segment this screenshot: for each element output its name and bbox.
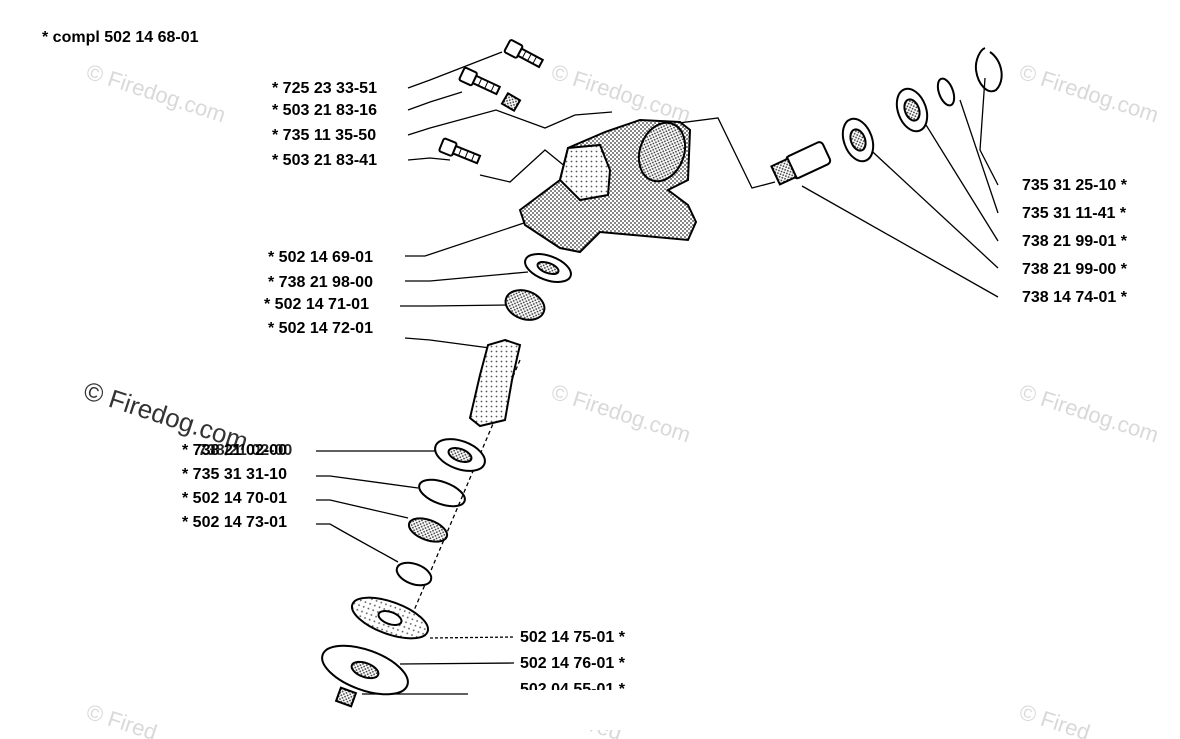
bevel-gear xyxy=(504,289,546,321)
left-labels: * 725 23 33-51 * 503 21 83-16 * 735 11 3… xyxy=(182,80,377,531)
part-label: * 503 21 83-41 xyxy=(272,152,377,169)
right-labels: 735 31 25-10 * 735 31 11-41 * 738 21 99-… xyxy=(1022,177,1128,306)
part-label: 735 31 25-10 * xyxy=(1022,177,1128,194)
part-label: 502 14 75-01 * xyxy=(520,629,626,646)
part-label: 738 21 99-00 * xyxy=(1022,261,1128,278)
part-label: * 503 21 83-16 xyxy=(272,102,377,119)
overprint-label: 738/21 02-00 xyxy=(198,442,292,459)
washer-ring xyxy=(936,77,956,107)
part-label: * 502 14 72-01 xyxy=(268,320,373,337)
spacer-sleeve xyxy=(395,561,433,587)
part-label: 738 21 99-01 * xyxy=(1022,233,1128,250)
part-label: * 735 31 31-10 xyxy=(182,466,287,483)
part-label: * 502 14 71-01 xyxy=(264,296,369,313)
bearing-lower xyxy=(434,438,486,472)
watermark: © Firedog.com xyxy=(83,59,228,127)
blade-nut xyxy=(334,686,358,708)
screw-3 xyxy=(438,137,482,165)
part-label: * 725 23 33-51 xyxy=(272,80,377,97)
watermark: © Firedog.com xyxy=(548,379,693,447)
watermark: © Fired xyxy=(83,699,160,739)
bearing-1 xyxy=(841,117,875,163)
watermark: © Firedog.com xyxy=(1016,59,1161,127)
part-label: 502 14 76-01 * xyxy=(520,655,626,672)
gear-housing xyxy=(518,118,698,254)
screw-2 xyxy=(458,66,502,96)
bottom-labels: 502 14 75-01 * 502 14 76-01 * 502 04 55-… xyxy=(520,629,626,698)
part-label: * 502 14 69-01 xyxy=(268,249,373,266)
output-shaft xyxy=(468,338,522,428)
bearing-upper xyxy=(524,253,572,283)
watermark: © Fired xyxy=(1016,699,1093,739)
circlip xyxy=(974,47,1003,93)
part-label: * 738 21 02-00 xyxy=(182,442,287,459)
pinion-gear xyxy=(770,141,832,186)
nut xyxy=(500,91,522,113)
seal xyxy=(407,517,449,543)
part-label: * 738 21 98-00 xyxy=(268,274,373,291)
thrust-washer xyxy=(321,644,409,696)
part-label: * 735 11 35-50 xyxy=(272,127,376,144)
screw-1 xyxy=(503,39,545,69)
part-label: * 502 14 73-01 xyxy=(182,514,287,531)
watermark: © Firedog.com xyxy=(1016,379,1161,447)
part-label: 738 14 74-01 * xyxy=(1022,289,1128,306)
leader-lines xyxy=(316,51,999,695)
assembly-label: * compl 502 14 68-01 xyxy=(42,29,199,46)
part-label: * 502 14 70-01 xyxy=(182,490,287,507)
snap-ring xyxy=(418,478,466,508)
support-flange xyxy=(351,596,429,640)
bearing-2 xyxy=(895,87,929,133)
part-label: 735 31 11-41 * xyxy=(1022,205,1127,222)
